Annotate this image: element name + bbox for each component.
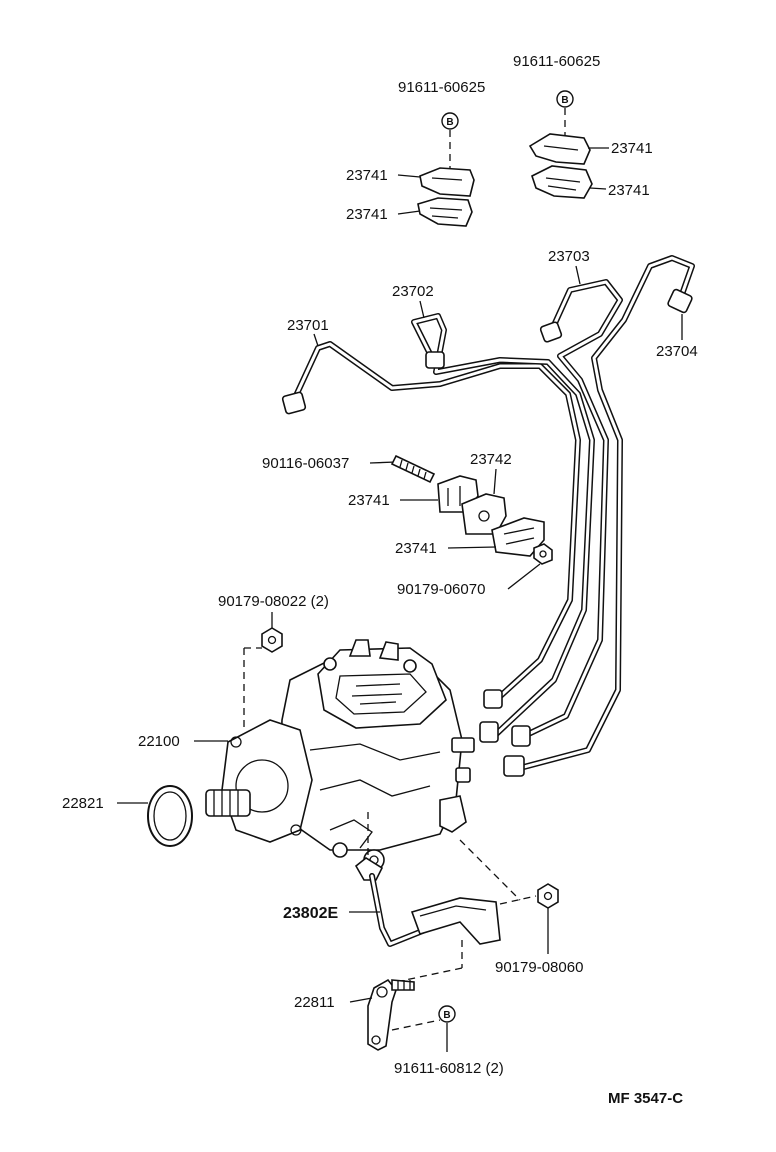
stud-bolt-icon (390, 454, 436, 484)
label-90179-06070: 90179-06070 (397, 581, 485, 598)
svg-text:B: B (446, 117, 453, 128)
label-23741-a: 23741 (346, 167, 388, 184)
label-23701: 23701 (287, 317, 329, 334)
label-23702: 23702 (392, 283, 434, 300)
injection-pipes (281, 255, 695, 777)
label-22821: 22821 (62, 795, 104, 812)
label-22811: 22811 (294, 994, 335, 1011)
drawing-code: MF 3547-C (608, 1090, 683, 1107)
label-23741-e: 23741 (348, 492, 390, 509)
nut-90179-08022-icon (261, 627, 283, 653)
clamp-23741-lower-a (417, 197, 473, 227)
label-91611-60812: 91611-60812 (2) (394, 1060, 504, 1077)
label-90179-08060: 90179-08060 (495, 959, 583, 976)
holder-23742 (461, 493, 507, 535)
bracket-23802E (354, 857, 501, 947)
clamp-assembly-middle: 90116-06037 23742 23741 23741 90179-0607… (262, 451, 553, 598)
label-23741-c: 23741 (611, 140, 653, 157)
nut-90179-08060-icon (537, 883, 559, 909)
label-91611-60625-a: 91611-60625 (398, 79, 485, 96)
label-23703: 23703 (548, 248, 590, 265)
label-90179-08022: 90179-08022 (2) (218, 593, 329, 610)
label-23742: 23742 (470, 451, 512, 468)
label-23741-b: 23741 (346, 206, 388, 223)
clamp-23741-lower-b (531, 165, 593, 199)
clamp-23741-upper-b (528, 133, 591, 165)
screw-icon (391, 979, 415, 991)
clamp-23741-upper-a (419, 167, 475, 197)
label-22100: 22100 (138, 733, 180, 750)
label-91611-60625-b: 91611-60625 (513, 53, 600, 70)
label-23741-f: 23741 (395, 540, 437, 557)
lever-22811 (367, 978, 415, 1051)
bolt-marker-b-icon: B (441, 112, 459, 130)
injection-pump-22100 (205, 639, 475, 871)
drive-shaft-icon (205, 789, 251, 817)
svg-text:B: B (443, 1010, 450, 1021)
label-23704: 23704 (656, 343, 698, 360)
label-23802E: 23802E (283, 905, 338, 922)
clamp-group-left: 91611-60625 B 23741 23741 (346, 79, 485, 227)
o-ring-22821-icon (147, 785, 193, 847)
clamp-23741-middle-lower (491, 517, 545, 557)
svg-text:B: B (561, 95, 568, 106)
label-23741-d: 23741 (608, 182, 650, 199)
nut-icon (533, 543, 553, 565)
bolt-marker-b-icon: B (438, 1005, 456, 1023)
label-90116-06037: 90116-06037 (262, 455, 349, 472)
bolt-marker-b-icon: B (556, 90, 574, 108)
clamp-group-right: 91611-60625 B 23741 23741 (513, 53, 653, 199)
